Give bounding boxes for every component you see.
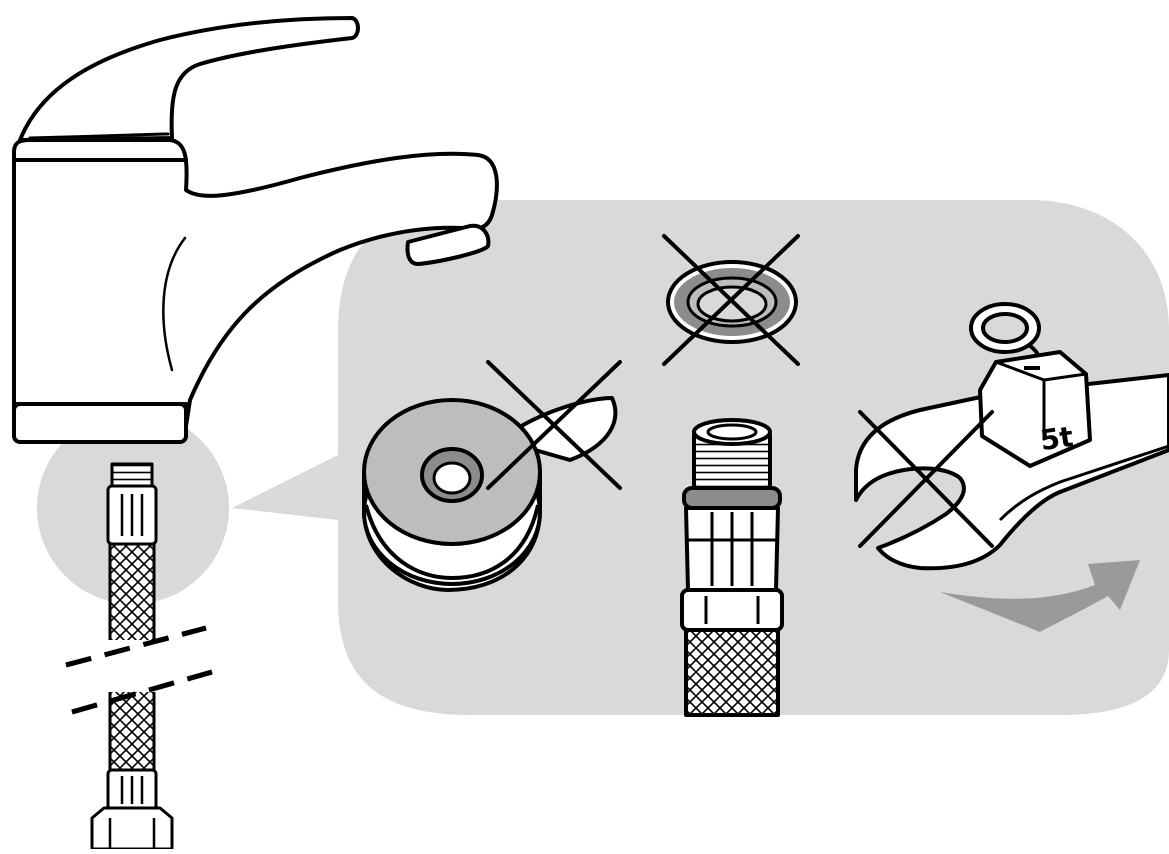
weight-label: 5t (1038, 420, 1075, 457)
hose-connector-detail (682, 420, 782, 715)
hose-braid-lower (110, 690, 154, 770)
hose-thread-top (112, 464, 152, 486)
connector-braid (686, 630, 778, 715)
hose-nut-bottom (92, 808, 172, 849)
callout-pointer (232, 455, 338, 520)
hose-gap (106, 640, 158, 692)
faucet-lever (20, 18, 358, 140)
hose-braid-upper (110, 544, 154, 644)
connector-seal-ring (684, 488, 780, 508)
